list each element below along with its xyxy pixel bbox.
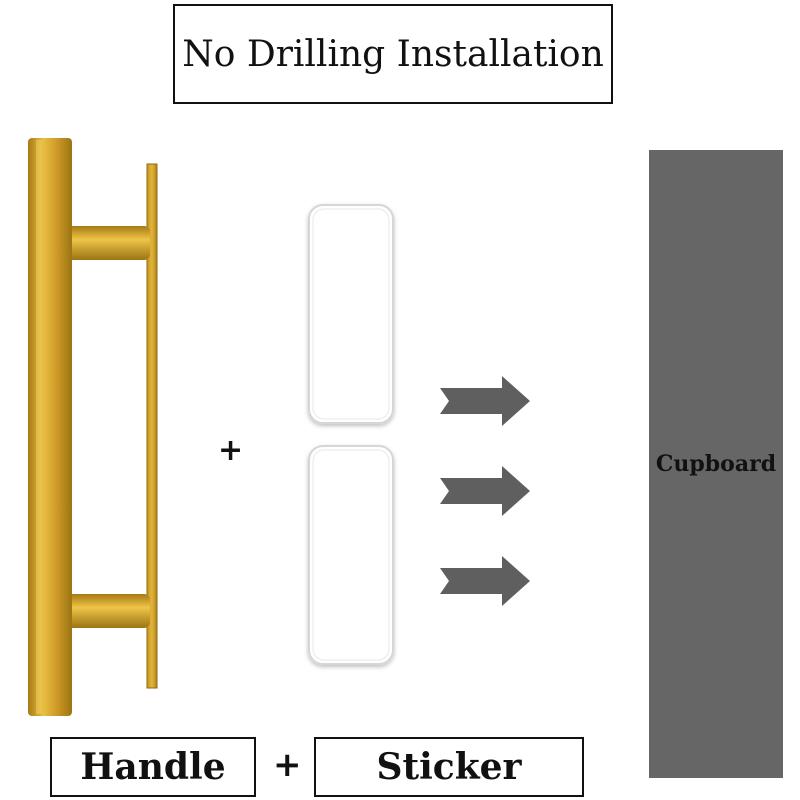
cupboard-label: Cupboard <box>655 451 777 477</box>
page-title: No Drilling Installation <box>173 4 613 104</box>
plus-sign: + <box>218 433 244 468</box>
gold-bar-handle-icon <box>28 138 158 716</box>
adhesive-sticker-icon <box>308 204 394 424</box>
cupboard-panel: Cupboard <box>649 150 783 778</box>
right-arrow-icon <box>440 376 530 426</box>
adhesive-sticker-icon <box>308 445 394 665</box>
sticker-label: Sticker <box>314 737 584 797</box>
right-arrow-icon <box>440 466 530 516</box>
plus-sign-bottom: + <box>273 745 302 785</box>
right-arrow-icon <box>440 556 530 606</box>
handle-label: Handle <box>50 737 256 797</box>
